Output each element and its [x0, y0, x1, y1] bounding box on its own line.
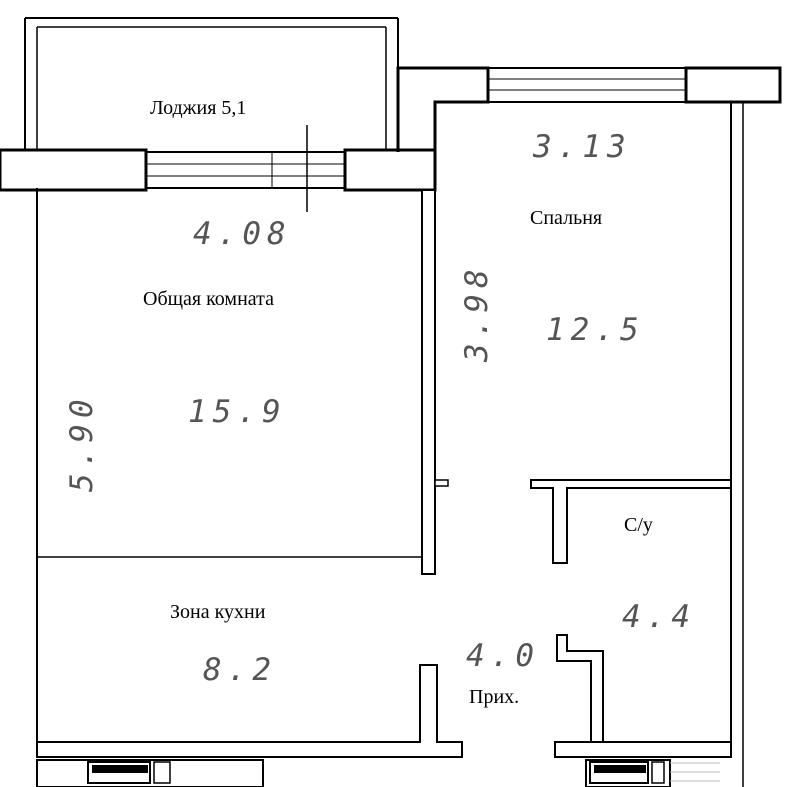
bathroom-area: 4.4 [622, 599, 696, 635]
living-length-dim: 5.90 [64, 393, 100, 492]
loggia-label: Лоджия 5,1 [150, 97, 246, 119]
bedroom-label: Спальня [530, 207, 602, 229]
bottom-walls [36, 664, 732, 787]
loggia-walls [24, 17, 399, 152]
bedroom-length-dim: 3.98 [459, 263, 495, 363]
living-bedroom-partition [37, 189, 449, 575]
kitchen-label: Зона кухни [170, 601, 266, 623]
bedroom-area: 12.5 [546, 312, 645, 348]
hall-label: Прих. [469, 686, 519, 708]
upper-right-wall [396, 66, 782, 190]
living-width-dim: 4.08 [193, 216, 292, 252]
bedroom-bathroom-partition [530, 479, 732, 564]
living-top-wall [0, 148, 437, 192]
kitchen-area: 8.2 [203, 652, 277, 688]
bedroom-width-dim: 3.13 [532, 129, 632, 165]
bathroom-label: С/у [624, 514, 653, 536]
living-label: Общая комната [143, 288, 274, 310]
bathroom-wall [556, 634, 604, 743]
hall-area: 4.0 [466, 638, 540, 674]
outer-walls [36, 102, 744, 787]
living-area: 15.9 [188, 394, 287, 430]
